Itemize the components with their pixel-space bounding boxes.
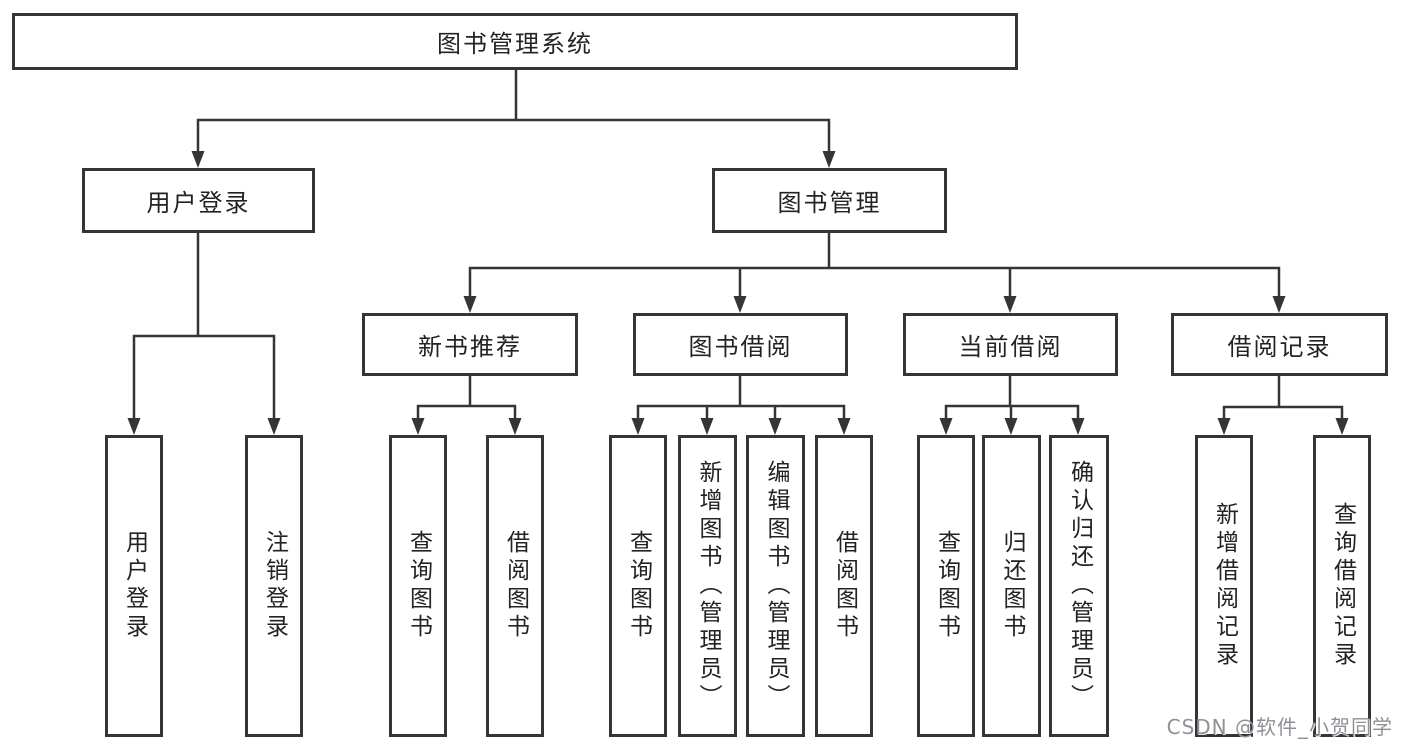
leaf-add-borrow-record-label: 新增借阅记录	[1211, 502, 1238, 670]
node-root-label: 图书管理系统	[437, 30, 593, 58]
leaf-borrow-books-borrowing-label: 借阅图书	[831, 530, 858, 642]
arrowhead-icon	[1335, 418, 1349, 435]
leaf-edit-book-admin: 编辑图书（管理员）	[746, 435, 805, 737]
leaf-add-book-admin: 新增图书（管理员）	[678, 435, 737, 737]
node-book-management-label: 图书管理	[777, 189, 882, 217]
arrowhead-icon	[127, 418, 141, 435]
leaf-query-borrow-record-label: 查询借阅记录	[1329, 502, 1356, 670]
node-current-borrowing-label: 当前借阅	[958, 333, 1063, 361]
leaf-query-books-current: 查询图书	[917, 435, 975, 737]
arrowhead-icon	[939, 418, 953, 435]
leaf-return-books-label: 归还图书	[999, 530, 1025, 642]
leaf-edit-book-admin-label: 编辑图书（管理员）	[763, 460, 789, 712]
arrowhead-icon	[1071, 418, 1085, 435]
leaf-user-login: 用户登录	[105, 435, 163, 737]
arrowhead-icon	[768, 418, 782, 435]
arrowhead-icon	[822, 151, 836, 168]
node-user-login: 用户登录	[82, 168, 315, 233]
arrowhead-icon	[411, 418, 425, 435]
arrowhead-icon	[267, 418, 281, 435]
arrowhead-icon	[733, 296, 747, 313]
leaf-return-books: 归还图书	[982, 435, 1041, 737]
node-book-borrowing-label: 图书借阅	[688, 333, 793, 361]
leaf-confirm-return-admin: 确认归还（管理员）	[1049, 435, 1109, 737]
leaf-borrow-books-borrowing: 借阅图书	[815, 435, 873, 737]
leaf-add-book-admin-label: 新增图书（管理员）	[695, 460, 721, 712]
arrowhead-icon	[1217, 418, 1231, 435]
leaf-borrow-books-recommend-label: 借阅图书	[502, 530, 529, 642]
arrowhead-icon	[700, 418, 714, 435]
leaf-add-borrow-record: 新增借阅记录	[1195, 435, 1253, 737]
leaf-query-books-recommend: 查询图书	[389, 435, 447, 737]
arrowhead-icon	[1272, 296, 1286, 313]
leaf-query-books-recommend-label: 查询图书	[405, 530, 432, 642]
leaf-query-books-borrowing: 查询图书	[609, 435, 667, 737]
node-current-borrowing: 当前借阅	[903, 313, 1118, 376]
node-user-login-label: 用户登录	[146, 189, 251, 217]
leaf-query-books-current-label: 查询图书	[933, 530, 960, 642]
watermark: CSDN @软件_小贺同学	[1166, 715, 1393, 739]
arrowhead-icon	[837, 418, 851, 435]
node-borrowing-records: 借阅记录	[1171, 313, 1388, 376]
arrowhead-icon	[1004, 418, 1018, 435]
node-root: 图书管理系统	[12, 13, 1018, 70]
leaf-query-borrow-record: 查询借阅记录	[1313, 435, 1371, 737]
leaf-logout: 注销登录	[245, 435, 303, 737]
arrowhead-icon	[1003, 296, 1017, 313]
leaf-logout-label: 注销登录	[261, 530, 288, 642]
leaf-query-books-borrowing-label: 查询图书	[625, 530, 652, 642]
arrowhead-icon	[508, 418, 522, 435]
node-new-book-recommend: 新书推荐	[362, 313, 578, 376]
node-book-management: 图书管理	[712, 168, 947, 233]
node-book-borrowing: 图书借阅	[633, 313, 848, 376]
arrowhead-icon	[191, 151, 205, 168]
leaf-user-login-label: 用户登录	[121, 530, 148, 642]
leaf-confirm-return-admin-label: 确认归还（管理员）	[1066, 460, 1093, 712]
node-new-book-recommend-label: 新书推荐	[418, 333, 522, 361]
node-borrowing-records-label: 借阅记录	[1227, 333, 1332, 361]
arrowhead-icon	[631, 418, 645, 435]
leaf-borrow-books-recommend: 借阅图书	[486, 435, 544, 737]
arrowhead-icon	[463, 296, 477, 313]
